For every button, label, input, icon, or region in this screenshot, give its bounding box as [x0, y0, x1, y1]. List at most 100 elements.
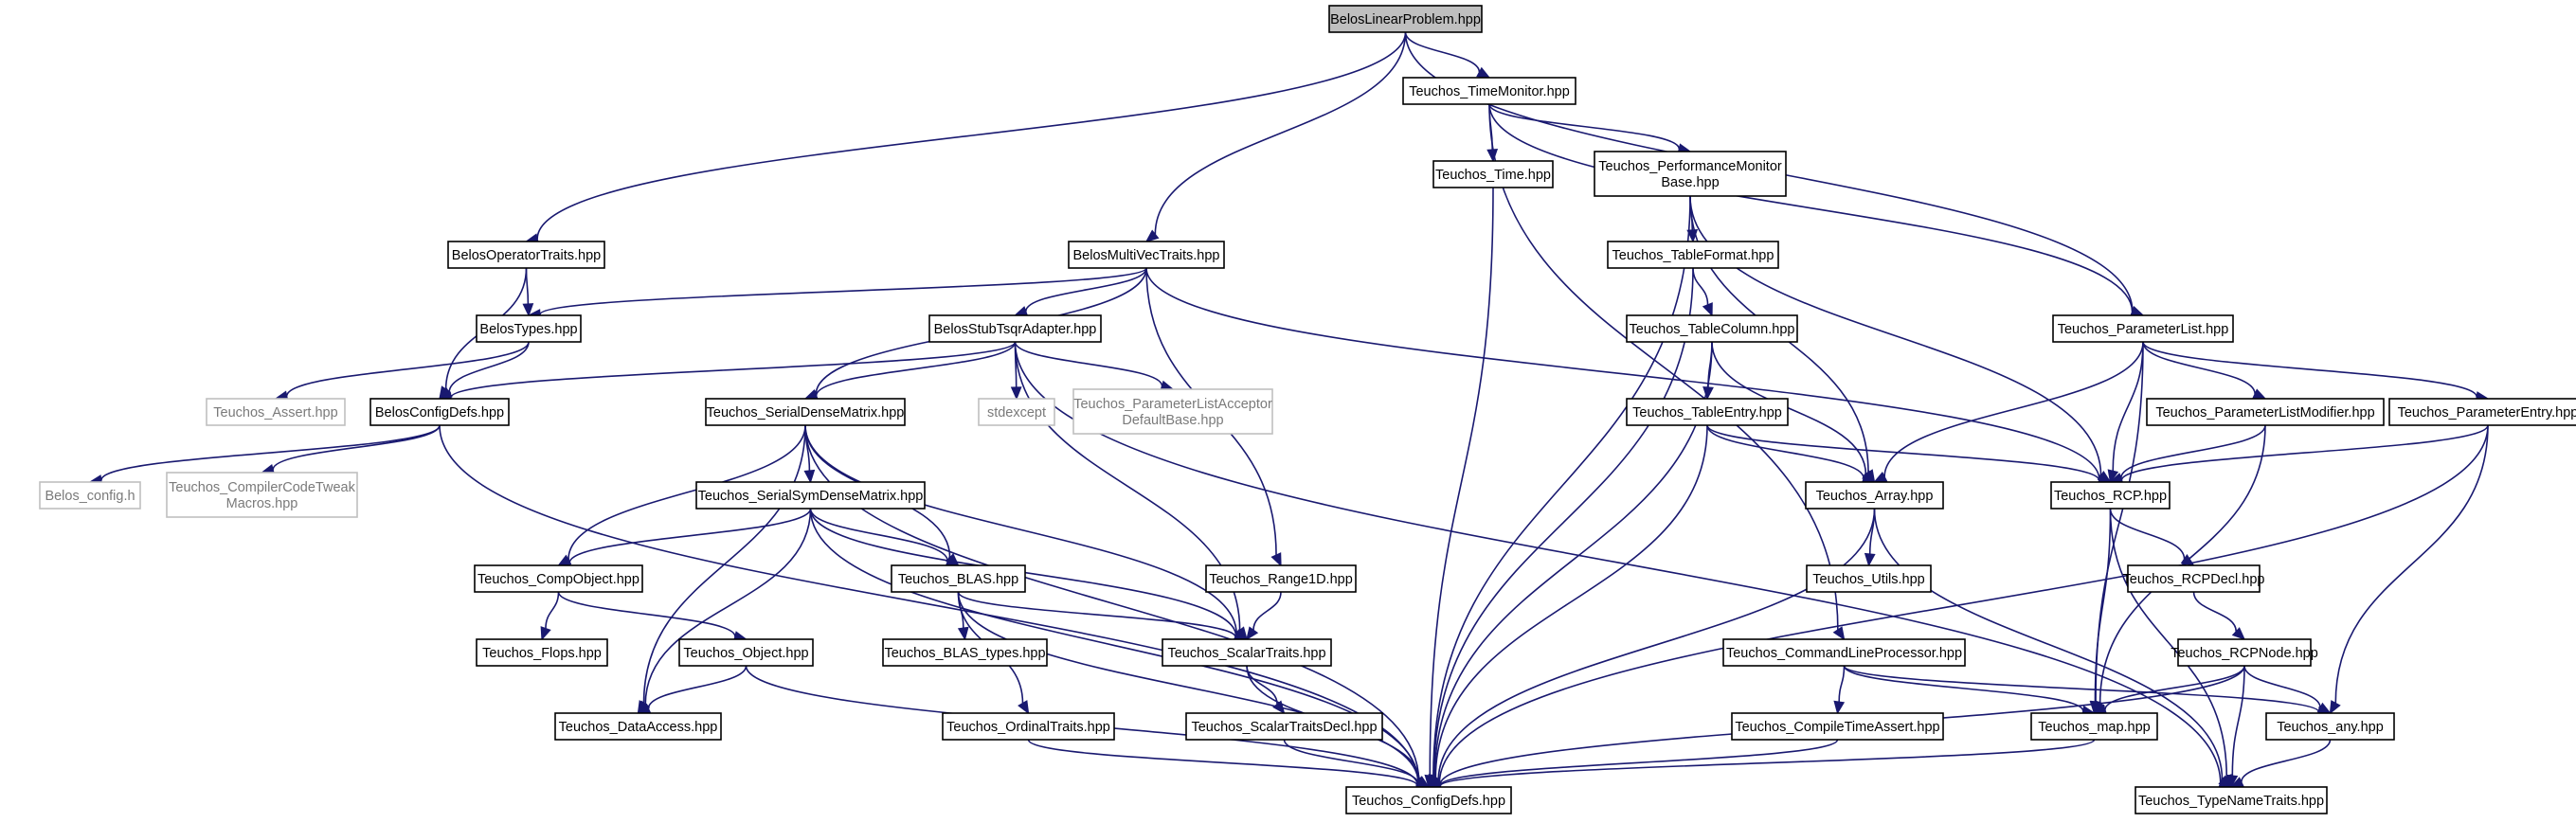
node-box	[39, 481, 141, 510]
node-box	[1072, 388, 1273, 435]
node-mv-traits[interactable]: BelosMultiVecTraits.hpp	[1068, 241, 1225, 269]
node-label: Teuchos_Range1D.hpp	[1209, 572, 1353, 587]
node-map[interactable]: Teuchos_map.hpp	[2030, 712, 2158, 741]
node-time-monitor[interactable]: Teuchos_TimeMonitor.hpp	[1402, 77, 1576, 105]
node-box	[1731, 712, 1944, 741]
edge-belos_types-to-assert	[274, 341, 530, 402]
node-label: Teuchos_SerialDenseMatrix.hpp	[707, 405, 905, 420]
node-label: Teuchos_CommandLineProcessor.hpp	[1726, 646, 1962, 661]
node-stdexcept[interactable]: stdexcept	[978, 398, 1055, 426]
node-box	[2127, 564, 2261, 593]
edge-param_entry-to-any	[2329, 424, 2489, 715]
node-box	[1432, 160, 1554, 188]
node-flops[interactable]: Teuchos_Flops.hpp	[476, 638, 608, 667]
edge-serial_dense-to-scalar_traits	[804, 424, 1249, 640]
node-array[interactable]: Teuchos_Array.hpp	[1805, 481, 1944, 510]
node-scalar-traits-decl[interactable]: Teuchos_ScalarTraitsDecl.hpp	[1185, 712, 1383, 741]
node-label: Teuchos_Time.hpp	[1435, 168, 1551, 183]
node-param-entry[interactable]: Teuchos_ParameterEntry.hpp	[2388, 398, 2576, 426]
node-box	[1805, 481, 1944, 510]
node-op-traits[interactable]: BelosOperatorTraits.hpp	[447, 241, 605, 269]
node-belos-types[interactable]: BelosTypes.hpp	[476, 314, 582, 343]
node-compile-assert[interactable]: Teuchos_CompileTimeAssert.hpp	[1731, 712, 1944, 741]
node-label: Teuchos_DataAccess.hpp	[559, 720, 718, 735]
node-label: Teuchos_ScalarTraitsDecl.hpp	[1191, 720, 1377, 735]
node-blas[interactable]: Teuchos_BLAS.hpp	[891, 564, 1026, 593]
node-label: BelosConfigDefs.hpp	[375, 405, 504, 420]
node-label: Teuchos_TimeMonitor.hpp	[1409, 84, 1570, 99]
edge-param_list-to-rcp	[2107, 341, 2144, 484]
node-label: Teuchos_RCPDecl.hpp	[2123, 572, 2265, 587]
node-time[interactable]: Teuchos_Time.hpp	[1432, 160, 1554, 188]
node-label: Belos_config.h	[45, 489, 135, 504]
node-box	[678, 638, 814, 667]
node-rcp-node[interactable]: Teuchos_RCPNode.hpp	[2171, 638, 2318, 667]
node-comp-object[interactable]: Teuchos_CompObject.hpp	[474, 564, 643, 593]
node-box	[369, 398, 510, 426]
node-label: Teuchos_Assert.hpp	[213, 405, 337, 420]
node-cmdline[interactable]: Teuchos_CommandLineProcessor.hpp	[1722, 638, 1966, 667]
node-scalar-traits[interactable]: Teuchos_ScalarTraits.hpp	[1162, 638, 1332, 667]
node-data-access[interactable]: Teuchos_DataAccess.hpp	[554, 712, 722, 741]
node-serial-dense[interactable]: Teuchos_SerialDenseMatrix.hpp	[705, 398, 906, 426]
node-box	[1402, 77, 1576, 105]
node-box	[476, 314, 582, 343]
node-belos-config[interactable]: Belos_config.h	[39, 481, 141, 510]
node-type-name[interactable]: Teuchos_TypeNameTraits.hpp	[2135, 786, 2328, 814]
node-label: Teuchos_TableEntry.hpp	[1632, 405, 1782, 420]
node-range1d[interactable]: Teuchos_Range1D.hpp	[1205, 564, 1357, 593]
node-box	[1607, 241, 1779, 269]
node-label: Teuchos_Array.hpp	[1816, 489, 1934, 504]
node-ordinal-traits[interactable]: Teuchos_OrdinalTraits.hpp	[942, 712, 1115, 741]
node-box	[1328, 5, 1483, 33]
edge-mv_traits-to-belos_types	[527, 267, 1147, 320]
node-box	[2146, 398, 2385, 426]
node-rcp[interactable]: Teuchos_RCP.hpp	[2050, 481, 2171, 510]
node-table-entry[interactable]: Teuchos_TableEntry.hpp	[1626, 398, 1789, 426]
node-utils[interactable]: Teuchos_Utils.hpp	[1806, 564, 1932, 593]
node-label: BelosTypes.hpp	[479, 322, 577, 337]
node-tsqr[interactable]: BelosStubTsqrAdapter.hpp	[928, 314, 1102, 343]
node-label: Teuchos_RCPNode.hpp	[2171, 646, 2318, 661]
node-assert[interactable]: Teuchos_Assert.hpp	[206, 398, 346, 426]
node-label: stdexcept	[987, 405, 1046, 420]
node-box	[1626, 398, 1789, 426]
edge-root-to-time_monitor	[1404, 31, 1491, 79]
node-label: Teuchos_ConfigDefs.hpp	[1352, 794, 1505, 809]
node-root[interactable]: BelosLinearProblem.hpp	[1328, 5, 1483, 33]
node-rcp-decl[interactable]: Teuchos_RCPDecl.hpp	[2123, 564, 2265, 593]
edge-comp_object-to-object	[557, 591, 748, 642]
node-any[interactable]: Teuchos_any.hpp	[2265, 712, 2395, 741]
node-object[interactable]: Teuchos_Object.hpp	[678, 638, 814, 667]
node-box	[942, 712, 1115, 741]
node-pl-acceptor[interactable]: Teuchos_ParameterListAcceptorDefaultBase…	[1072, 388, 1273, 435]
node-config[interactable]: Teuchos_ConfigDefs.hpp	[1345, 786, 1512, 814]
node-label: Teuchos_BLAS_types.hpp	[884, 646, 1045, 661]
node-config-defs[interactable]: BelosConfigDefs.hpp	[369, 398, 510, 426]
node-label: Teuchos_ParameterListAcceptor	[1073, 397, 1272, 412]
node-label: BelosMultiVecTraits.hpp	[1072, 248, 1219, 263]
node-label: Teuchos_CompObject.hpp	[477, 572, 639, 587]
node-label: Teuchos_any.hpp	[2277, 720, 2384, 735]
node-blas-types[interactable]: Teuchos_BLAS_types.hpp	[882, 638, 1048, 667]
node-serial-sym[interactable]: Teuchos_SerialSymDenseMatrix.hpp	[695, 481, 926, 510]
node-param-list[interactable]: Teuchos_ParameterList.hpp	[2052, 314, 2234, 343]
node-label: Teuchos_BLAS.hpp	[898, 572, 1018, 587]
node-box	[978, 398, 1055, 426]
node-box	[1594, 151, 1787, 197]
edge-belos_types-to-config_defs	[438, 341, 530, 400]
edge-map-to-config	[1427, 739, 2096, 792]
node-box	[1722, 638, 1966, 667]
node-label: Teuchos_ScalarTraits.hpp	[1167, 646, 1325, 661]
node-box	[476, 638, 608, 667]
node-table-format[interactable]: Teuchos_TableFormat.hpp	[1607, 241, 1779, 269]
edge-tsqr-to-config_defs	[438, 341, 1017, 403]
node-label: Teuchos_OrdinalTraits.hpp	[946, 720, 1110, 735]
edge-object-to-data_access	[637, 665, 748, 714]
node-param-list-modifier[interactable]: Teuchos_ParameterListModifier.hpp	[2146, 398, 2385, 426]
edge-rcp_decl-to-rcp_node	[2192, 591, 2246, 641]
node-table-column[interactable]: Teuchos_TableColumn.hpp	[1626, 314, 1798, 343]
edge-mv_traits-to-rcp	[1145, 267, 2113, 486]
